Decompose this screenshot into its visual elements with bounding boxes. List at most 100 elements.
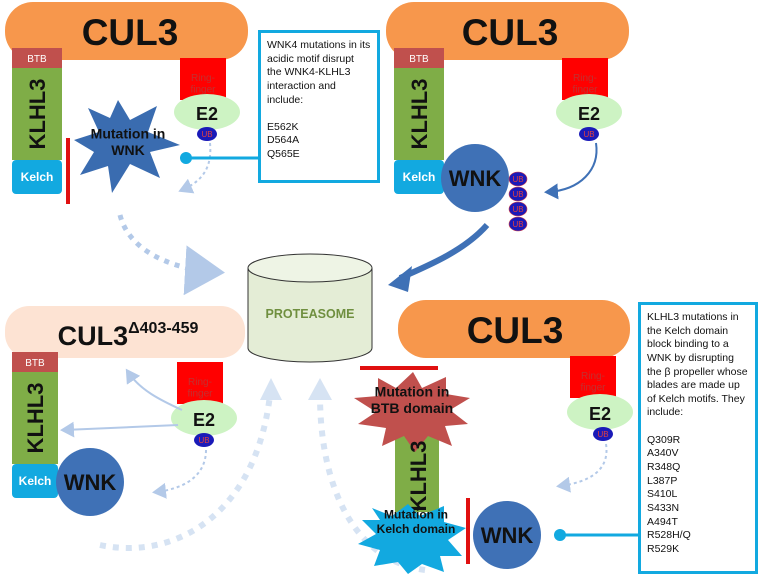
btb-mutation-line-2: BTB domain bbox=[371, 400, 453, 416]
ub-label: UB bbox=[597, 430, 608, 439]
proteasome-label: PROTEASOME bbox=[266, 307, 355, 321]
kelch-box bbox=[394, 160, 444, 194]
ub-ellipse bbox=[579, 127, 599, 141]
kelch-label: Kelch bbox=[21, 170, 54, 184]
e2-to-wnk-dotted-arrow bbox=[152, 449, 207, 499]
ring-finger-label: Ring-finger bbox=[572, 73, 598, 96]
ub-chain-1 bbox=[508, 171, 528, 187]
klhl3-bar bbox=[12, 68, 62, 160]
ub-ellipse bbox=[194, 433, 214, 447]
btb-label: BTB bbox=[409, 54, 429, 65]
e2-label: E2 bbox=[589, 404, 611, 424]
panel-top-left: CUL3 BTB KLHL3 Kelch Ring-finger E2 UB M… bbox=[5, 2, 260, 204]
ring-finger-label: Ring-finger bbox=[190, 73, 216, 96]
cul3-deletion-superscript: Δ403-459 bbox=[128, 320, 198, 337]
dotted-arrow-tl-to-proteasome bbox=[117, 214, 225, 296]
e2-ellipse bbox=[556, 94, 622, 130]
cul3-label: CUL3 bbox=[58, 321, 129, 351]
proteasome: PROTEASOME bbox=[247, 253, 373, 363]
panel-top-right: CUL3 BTB KLHL3 Kelch Ring-finger E2 UB W… bbox=[386, 2, 629, 232]
dotted-arrow-bl-to-proteasome bbox=[99, 394, 273, 551]
arrowhead-br bbox=[308, 378, 332, 400]
cul3-deletion-label: CUL3Δ403-459 bbox=[58, 320, 199, 351]
mutation-in-wnk-line: Mutation in bbox=[91, 125, 166, 141]
btb-box bbox=[12, 352, 58, 372]
wnk-label: WNK bbox=[481, 523, 534, 548]
red-block-bar-side bbox=[466, 498, 470, 564]
mutated-wnk-star bbox=[74, 100, 180, 193]
kelch-mutation-line-2: Kelch domain bbox=[377, 522, 456, 536]
ub-chain-3-label: UB bbox=[512, 205, 523, 214]
e2-to-wnk-dotted-arrow bbox=[178, 142, 212, 194]
wnk-circle bbox=[56, 448, 124, 516]
ring-finger-box bbox=[570, 356, 616, 398]
klhl3-bar bbox=[394, 68, 444, 160]
e2-label: E2 bbox=[193, 410, 215, 430]
e2-ellipse bbox=[171, 400, 237, 436]
e2-ellipse bbox=[174, 94, 240, 130]
ub-transfer-arrow bbox=[544, 142, 598, 200]
arrowhead-tr bbox=[388, 266, 412, 292]
klhl3-label: KLHL3 bbox=[407, 79, 432, 150]
cul3-label: CUL3 bbox=[467, 310, 564, 351]
wnk-label: WNK bbox=[64, 470, 117, 495]
klhl3-label: KLHL3 bbox=[25, 79, 50, 150]
klhl3-label: KLHL3 bbox=[23, 383, 48, 454]
polyubiquitin-chain: UB UB UB UB bbox=[508, 171, 528, 232]
cul3-deletion-bar bbox=[5, 306, 245, 358]
ub-label: UB bbox=[201, 130, 212, 139]
btb-box bbox=[394, 48, 444, 68]
btb-mutation-line: Mutation in bbox=[375, 383, 450, 399]
ring-finger-label: Ring-finger bbox=[187, 377, 213, 400]
klhl3-mutations-note: KLHL3 mutations in the Kelch domain bloc… bbox=[638, 302, 758, 574]
cul3-label: CUL3 bbox=[82, 12, 179, 53]
mutation-in-wnk-line-2: WNK bbox=[111, 142, 144, 158]
klhl3-bar bbox=[12, 372, 58, 464]
kelch-mutation-line: Mutation in bbox=[384, 507, 448, 521]
ub-chain-1-label: UB bbox=[512, 175, 523, 184]
kelch-box bbox=[12, 160, 62, 194]
e2-to-klhl3-arrow bbox=[60, 421, 179, 438]
arrowhead-bl bbox=[260, 378, 282, 400]
wnk-circle bbox=[441, 144, 509, 212]
wnk4-mutations-note: WNK4 mutations in its acidic motif disru… bbox=[258, 30, 380, 183]
cul3-label: CUL3 bbox=[462, 12, 559, 53]
btb-label: BTB bbox=[27, 54, 47, 65]
ub-chain-2-label: UB bbox=[512, 190, 523, 199]
e2-label: E2 bbox=[196, 104, 218, 124]
ub-chain-2 bbox=[508, 186, 528, 202]
e2-to-cul3-arrow bbox=[125, 368, 183, 411]
kelch-box bbox=[12, 464, 58, 498]
red-block-bar bbox=[66, 138, 70, 204]
e2-ellipse bbox=[567, 394, 633, 430]
e2-to-wnk-dotted-arrow bbox=[556, 443, 608, 493]
ub-chain-3 bbox=[508, 201, 528, 217]
cul3-bar bbox=[398, 300, 630, 358]
ub-chain-4 bbox=[508, 216, 528, 232]
btb-label: BTB bbox=[25, 358, 45, 369]
btb-mutation-star bbox=[354, 372, 470, 452]
panel-bottom-left: CUL3Δ403-459 BTB KLHL3 Kelch WNK Ring-fi… bbox=[5, 306, 245, 516]
ring-finger-box bbox=[562, 58, 608, 100]
wnk-circle bbox=[473, 501, 541, 569]
ub-ellipse bbox=[593, 427, 613, 441]
ub-label: UB bbox=[198, 436, 209, 445]
ub-ellipse bbox=[197, 127, 217, 141]
ub-label: UB bbox=[583, 130, 594, 139]
kelch-mutation-star bbox=[358, 504, 466, 574]
ring-finger-box bbox=[177, 362, 223, 404]
cul3-bar bbox=[5, 2, 248, 60]
btb-box bbox=[12, 48, 62, 68]
kelch-label: Kelch bbox=[403, 170, 436, 184]
wnk-label: WNK bbox=[449, 166, 502, 191]
klhl3-label: KLHL3 bbox=[406, 441, 431, 512]
e2-label: E2 bbox=[578, 104, 600, 124]
cul3-bar bbox=[386, 2, 629, 60]
ring-finger-label: Ring-finger bbox=[580, 371, 606, 394]
